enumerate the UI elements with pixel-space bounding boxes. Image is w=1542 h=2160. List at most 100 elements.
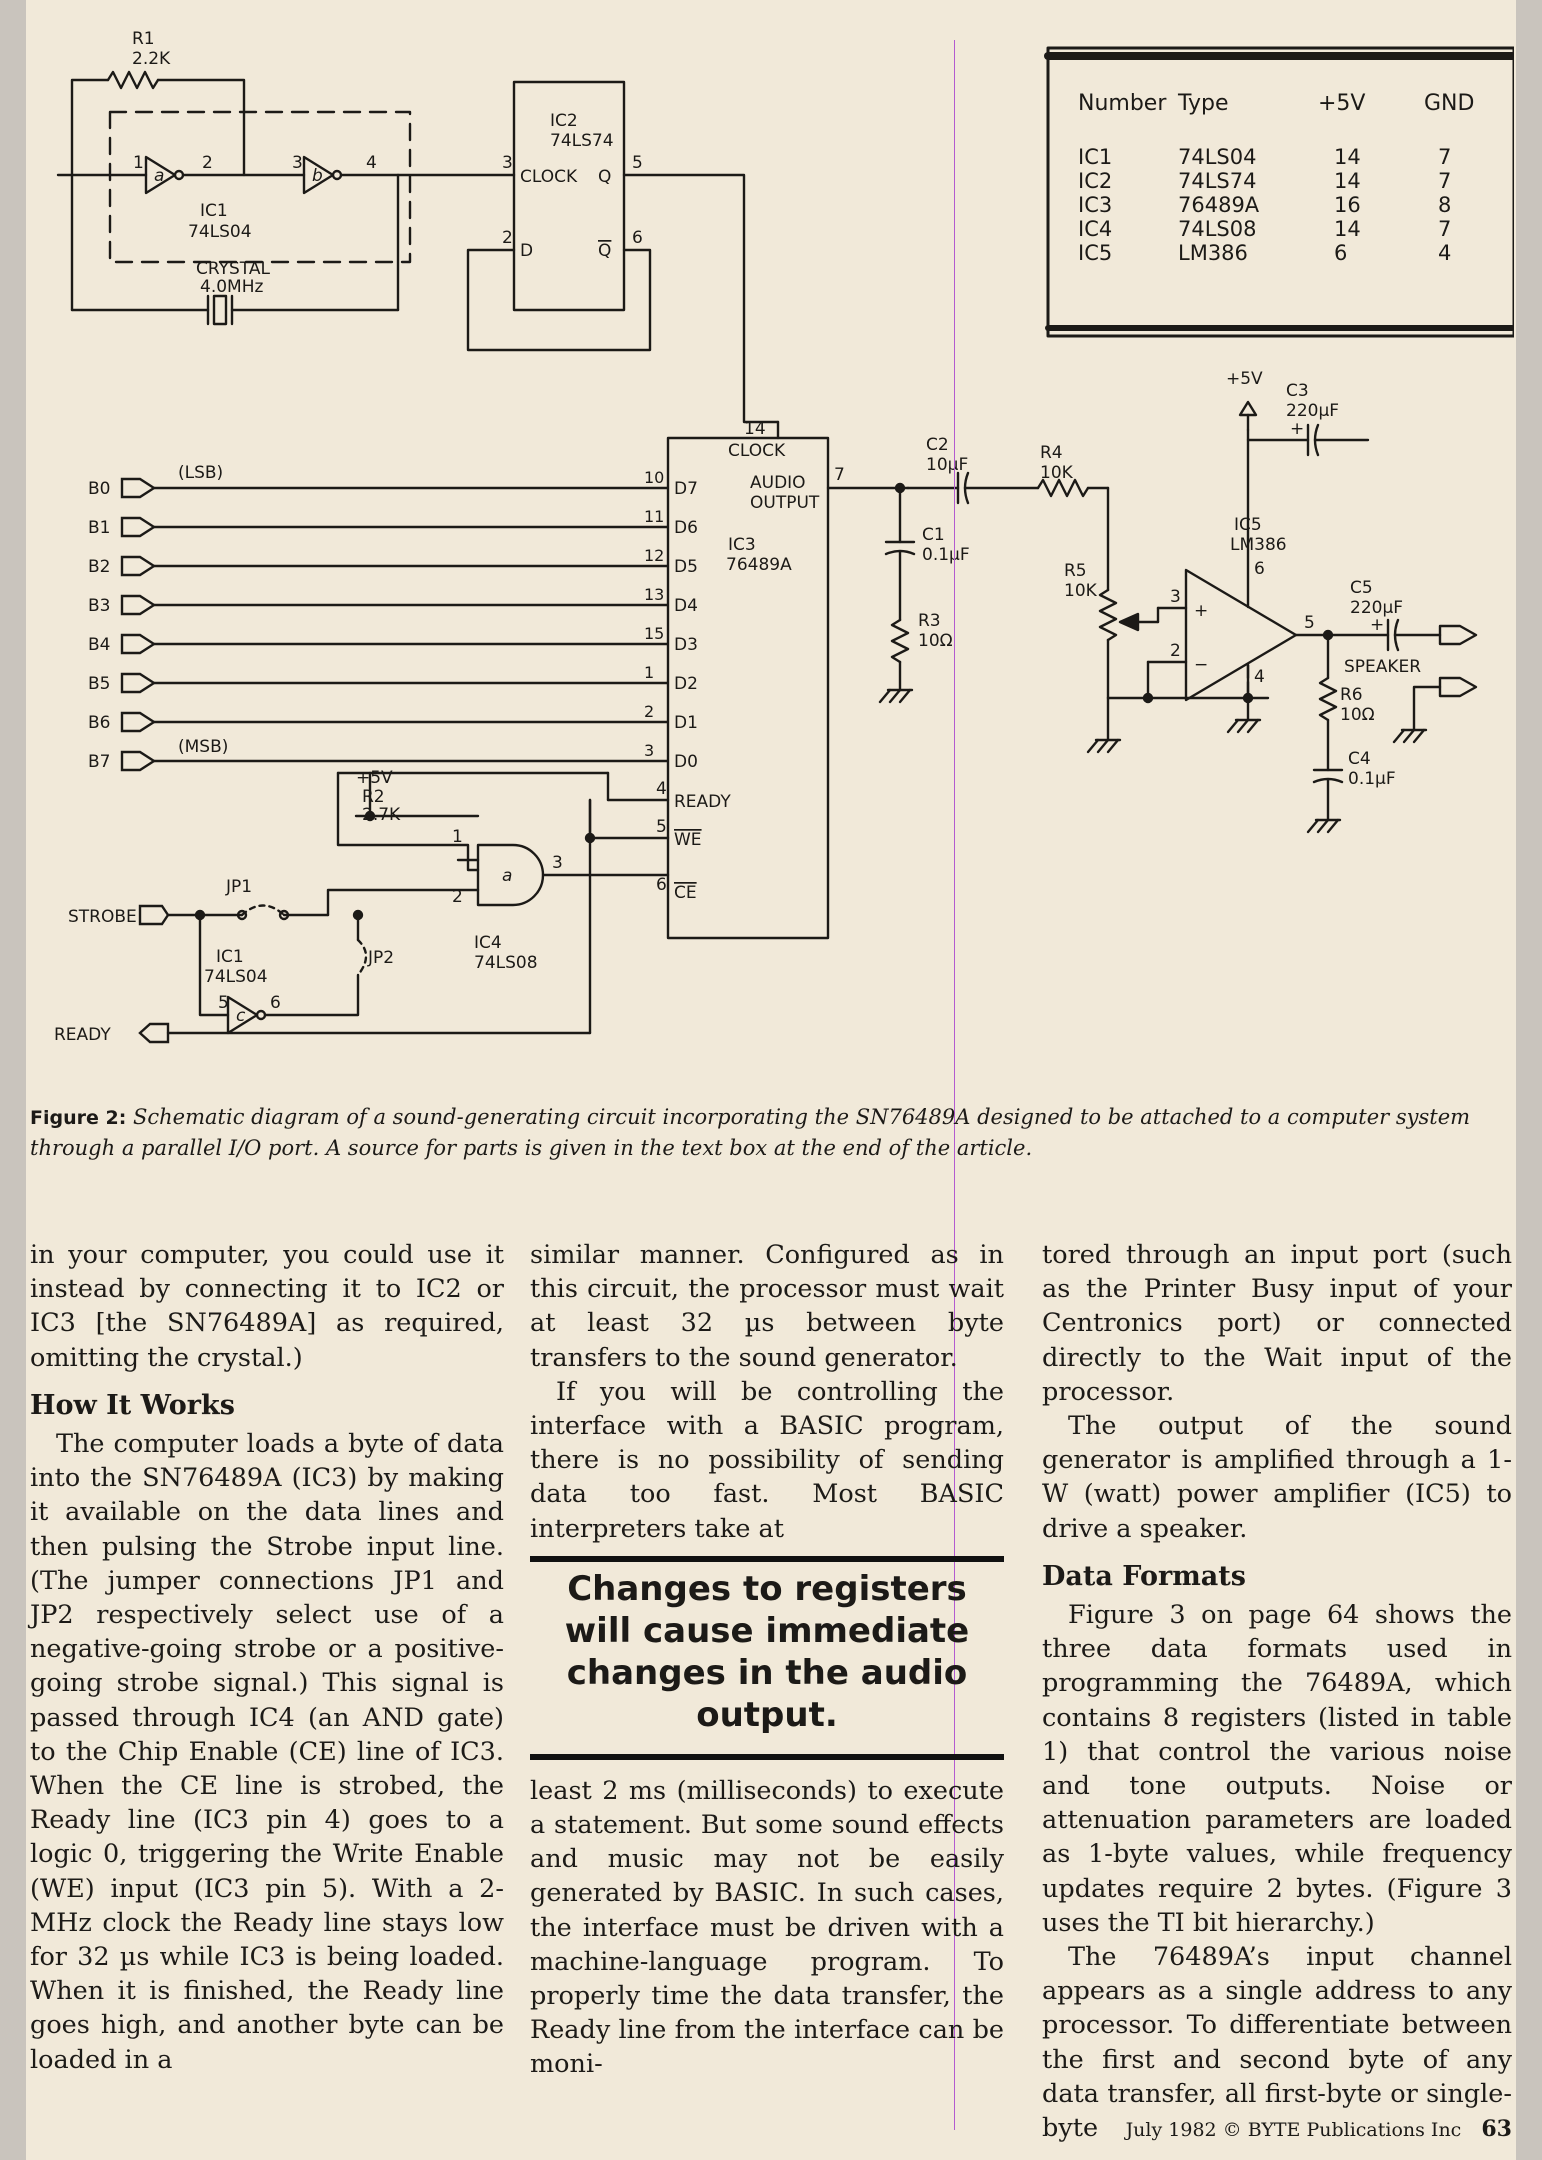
c4-name: C4 xyxy=(1348,749,1371,769)
bus-label: B1 xyxy=(88,518,110,538)
col2-paragraph-1: similar manner. Configured as in this ci… xyxy=(530,1240,1004,1373)
strobe-label: STROBE xyxy=(68,907,137,927)
ic2-clock: CLOCK xyxy=(520,167,578,187)
jp1-label: JP1 xyxy=(225,877,252,897)
ic1c-name: IC1 xyxy=(216,947,244,967)
ic2-qbar: Q xyxy=(598,241,611,261)
r2-value: 2.7K xyxy=(362,805,401,825)
caption-text: Schematic diagram of a sound-generating … xyxy=(30,1105,1471,1160)
and-pin2: 2 xyxy=(452,887,463,907)
ic3-data-pin-name: D2 xyxy=(674,674,698,694)
parts-table-cell: 7 xyxy=(1438,217,1451,241)
col3-paragraph-3: Figure 3 on page 64 shows the three data… xyxy=(1042,1600,1512,1938)
ic2-q: Q xyxy=(598,167,611,187)
bus-label: B2 xyxy=(88,557,110,577)
parts-table-cell: 4 xyxy=(1438,241,1451,265)
c2-value: 10µF xyxy=(926,455,968,475)
ic5-type: LM386 xyxy=(1230,535,1287,555)
ic3-data-pin-name: D7 xyxy=(674,479,698,499)
col3-paragraph-4: The 76489A’s input channel appears as a … xyxy=(1042,1942,1512,2144)
ic1-type: 74LS04 xyxy=(188,222,252,242)
ic3-data-pin-number: 1 xyxy=(644,663,654,682)
c1-name: C1 xyxy=(922,525,945,545)
ic4-type: 74LS08 xyxy=(474,953,538,973)
c4-value: 0.1µF xyxy=(1348,769,1396,789)
section-heading-data-formats: Data Formats xyxy=(1042,1560,1246,1592)
c5-plus: + xyxy=(1370,615,1384,635)
parts-table-cell: IC1 xyxy=(1078,145,1112,169)
r6-name: R6 xyxy=(1340,685,1363,705)
bus-label: B7 xyxy=(88,752,110,772)
bus-connector xyxy=(120,750,157,772)
pin1-label: 1 xyxy=(133,153,144,173)
parts-table-cell: IC3 xyxy=(1078,193,1112,217)
gate-a-label: a xyxy=(154,166,164,186)
bus-label: B3 xyxy=(88,596,110,616)
figure-caption: Figure 2: Schematic diagram of a sound-g… xyxy=(30,1102,1510,1163)
parts-table-cell: 8 xyxy=(1438,193,1451,217)
crystal-label: CRYSTAL xyxy=(196,259,270,279)
c2-name: C2 xyxy=(926,435,949,455)
c3-plus: + xyxy=(1290,419,1304,439)
ic3-data-pin-number: 12 xyxy=(644,546,664,565)
ic3-data-pin-name: D6 xyxy=(674,518,698,538)
scan-border-left xyxy=(0,0,26,2160)
bus-label: B5 xyxy=(88,674,110,694)
col3-paragraph-2: The output of the sound generator is amp… xyxy=(1042,1411,1512,1544)
lsb-label: (LSB) xyxy=(178,463,223,483)
ic2-pin5: 5 xyxy=(632,153,643,173)
ic3-pin4: 4 xyxy=(656,779,667,799)
ic2-pin2: 2 xyxy=(502,228,513,248)
article-column-2: similar manner. Configured as in this ci… xyxy=(530,1238,1004,2082)
ic3-type: 76489A xyxy=(726,555,792,575)
ic3-output: OUTPUT xyxy=(750,493,820,513)
vcc2-label: +5V xyxy=(1226,369,1263,389)
ic5-pin6: 6 xyxy=(1254,559,1265,579)
data-bus-lines: B010D7B111D6B212D5B313D4B415D3B51D2B62D1… xyxy=(88,468,698,772)
ic2-pin6: 6 xyxy=(632,228,643,248)
ic3-data-pin-number: 2 xyxy=(644,702,654,721)
parts-table-cell: 14 xyxy=(1334,145,1361,169)
footer-issue: July 1982 © BYTE Publications Inc xyxy=(1125,2119,1462,2141)
col1-paragraph-2: The computer loads a byte of data into t… xyxy=(30,1429,504,2075)
bus-label: B4 xyxy=(88,635,110,655)
ic2-type: 74LS74 xyxy=(550,131,614,151)
ic3-data-pin-number: 11 xyxy=(644,507,664,526)
col2-paragraph-2: If you will be controlling the interface… xyxy=(530,1376,1004,1544)
gate-c-label: c xyxy=(236,1006,246,1026)
ic1-name: IC1 xyxy=(200,201,228,221)
r1-name: R1 xyxy=(132,30,155,49)
ic5-plus: + xyxy=(1194,601,1208,621)
scan-border-right xyxy=(1516,0,1542,2160)
pin3-label: 3 xyxy=(292,153,303,173)
ic2-pin3: 3 xyxy=(502,153,513,173)
r5-name: R5 xyxy=(1064,561,1087,581)
bus-connector xyxy=(120,555,157,577)
parts-table-cell: 16 xyxy=(1334,193,1361,217)
ic3-clock: CLOCK xyxy=(728,441,786,461)
bus-connector xyxy=(120,672,157,694)
parts-table-cell: 74LS04 xyxy=(1178,145,1256,169)
parts-table-cell: IC4 xyxy=(1078,217,1112,241)
ic3-data-pin-number: 15 xyxy=(644,624,664,643)
page-fold-line xyxy=(954,40,955,2130)
parts-header-gnd: GND xyxy=(1424,91,1474,116)
gate-b-label: b xyxy=(312,166,323,186)
vcc-label: +5V xyxy=(356,768,393,788)
parts-table-cell: IC5 xyxy=(1078,241,1112,265)
ic3-data-pin-name: D0 xyxy=(674,752,698,772)
jp2-label: JP2 xyxy=(367,948,394,968)
parts-header-number: Number xyxy=(1078,91,1167,116)
r2-name: R2 xyxy=(362,787,385,807)
ic3-pin6: 6 xyxy=(656,875,667,895)
bus-label: B6 xyxy=(88,713,110,733)
r5-value: 10K xyxy=(1064,581,1098,601)
bus-connector xyxy=(120,594,157,616)
c3-value: 220µF xyxy=(1286,401,1339,421)
ic3-pin14: 14 xyxy=(744,419,766,439)
ic5-pin2: 2 xyxy=(1170,641,1181,661)
page-footer: July 1982 © BYTE Publications Inc 63 xyxy=(1126,2116,1512,2142)
c5-name: C5 xyxy=(1350,578,1373,598)
c1-value: 0.1µF xyxy=(922,545,970,565)
